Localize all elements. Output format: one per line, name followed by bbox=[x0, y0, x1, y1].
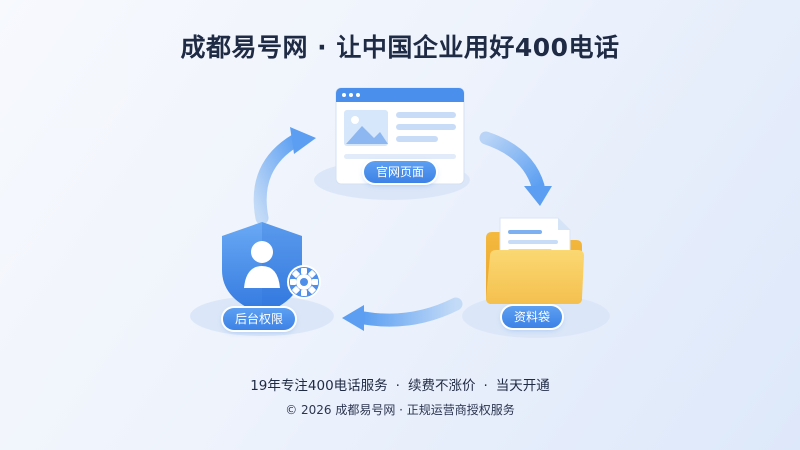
feature-years: 19年专注400电话服务 bbox=[250, 378, 388, 394]
folder-icon bbox=[486, 217, 584, 304]
separator: · bbox=[483, 378, 488, 394]
feature-renewal: 续费不涨价 bbox=[407, 378, 476, 394]
arrow-admin-to-web bbox=[253, 127, 316, 225]
admin-label: 后台权限 bbox=[223, 308, 296, 330]
feature-activation: 当天开通 bbox=[495, 378, 550, 394]
separator: · bbox=[395, 378, 400, 394]
copyright-line: © 2026 成都易号网 · 正规运营商授权服务 bbox=[285, 403, 515, 417]
webpage-label: 官网页面 bbox=[364, 161, 437, 183]
features-line: 19年专注400电话服务 · 续费不涨价 · 当天开通 bbox=[0, 374, 800, 394]
arrow-folder-to-admin bbox=[342, 297, 463, 331]
gear-icon bbox=[287, 265, 321, 299]
user-icon bbox=[244, 241, 280, 288]
folder-label: 资料袋 bbox=[502, 306, 563, 328]
arrow-web-to-folder bbox=[479, 131, 552, 206]
shield-user-icon bbox=[222, 222, 321, 314]
page-title: 成都易号网 · 让中国企业用好400电话 bbox=[180, 33, 620, 62]
webpage-icon bbox=[335, 87, 465, 185]
